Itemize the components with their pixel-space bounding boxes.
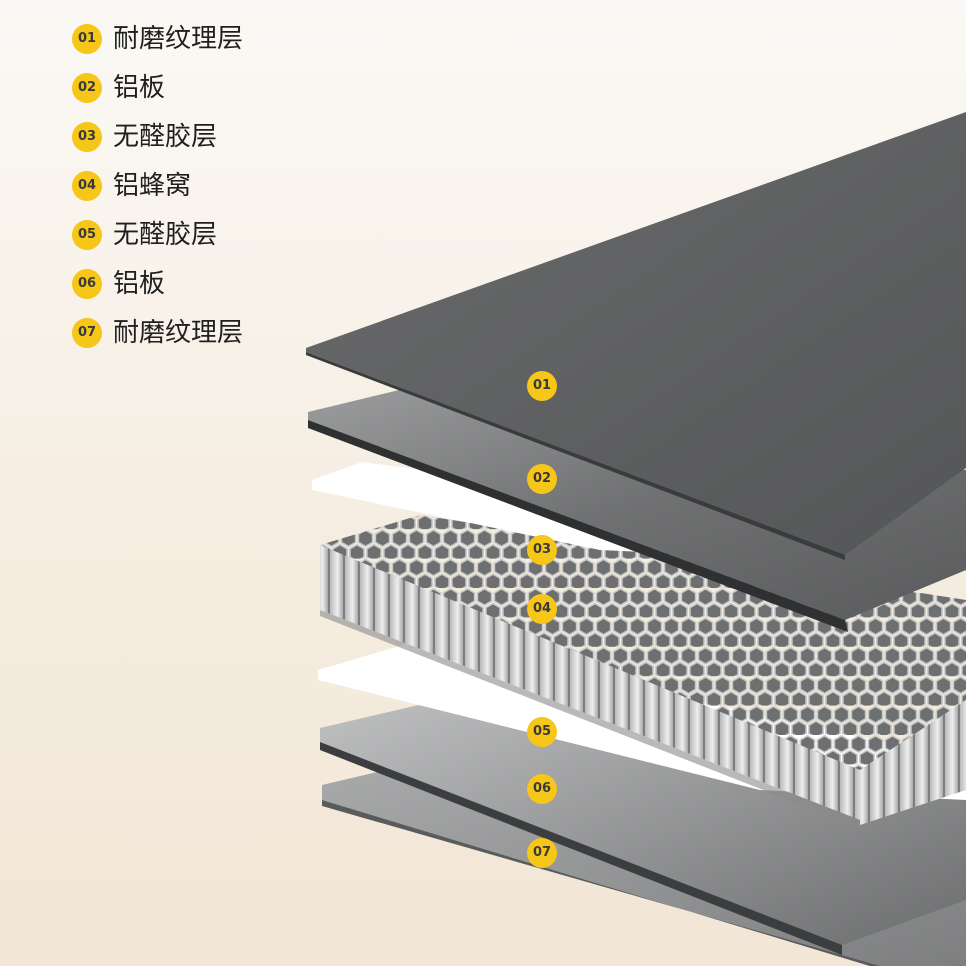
legend-badge-icon: 07 — [72, 318, 102, 348]
legend-item-01: 01 耐磨纹理层 — [72, 22, 332, 56]
legend-item-02: 02 铝板 — [72, 71, 332, 105]
legend-item-04: 04 铝蜂窝 — [72, 169, 332, 203]
layer-badge-06: 06 — [527, 774, 557, 804]
legend-badge-icon: 03 — [72, 122, 102, 152]
legend-label: 耐磨纹理层 — [113, 318, 244, 348]
layer-badge-07: 07 — [527, 838, 557, 868]
layer-badge-01: 01 — [527, 371, 557, 401]
legend-label: 铝蜂窝 — [113, 171, 192, 201]
legend-badge-icon: 05 — [72, 220, 102, 250]
legend-label: 无醛胶层 — [113, 122, 218, 152]
legend-label: 无醛胶层 — [113, 220, 218, 250]
legend-item-07: 07 耐磨纹理层 — [72, 316, 332, 350]
legend-item-05: 05 无醛胶层 — [72, 218, 332, 252]
layer-02-aluminum-plate — [308, 385, 966, 632]
legend-badge-icon: 06 — [72, 269, 102, 299]
layer-01-wear-texture — [306, 112, 966, 560]
legend-label: 铝板 — [113, 269, 166, 299]
legend-badge-icon: 04 — [72, 171, 102, 201]
legend-label: 铝板 — [113, 73, 166, 103]
legend-badge-icon: 02 — [72, 73, 102, 103]
legend-badge-icon: 01 — [72, 24, 102, 54]
layer-badge-04: 04 — [527, 594, 557, 624]
legend-item-03: 03 无醛胶层 — [72, 120, 332, 154]
legend-label: 耐磨纹理层 — [113, 24, 244, 54]
legend-item-06: 06 铝板 — [72, 267, 332, 301]
layer-badge-02: 02 — [527, 464, 557, 494]
layer-badge-05: 05 — [527, 717, 557, 747]
layer-badge-03: 03 — [527, 535, 557, 565]
